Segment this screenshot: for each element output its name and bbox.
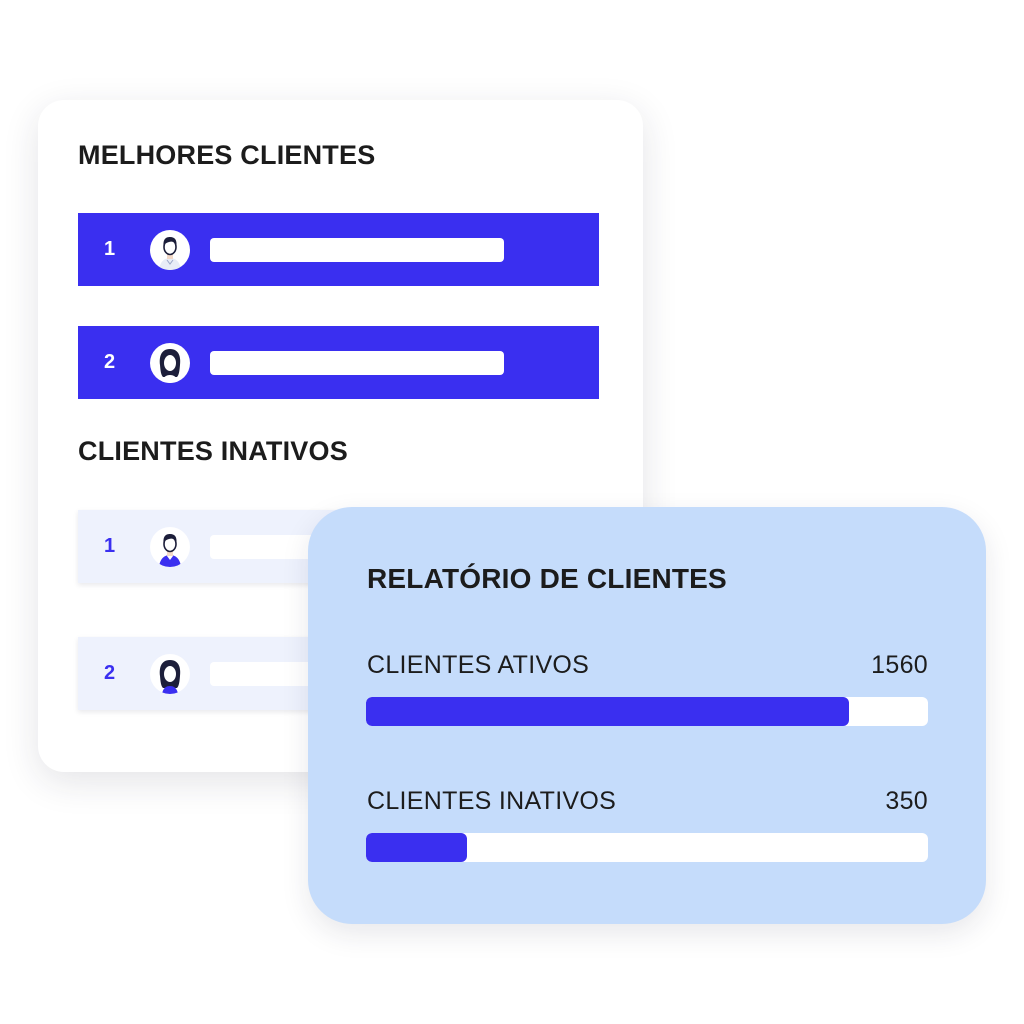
client-name-placeholder: [210, 237, 504, 262]
active-clients-label: CLIENTES ATIVOS: [367, 651, 590, 679]
best-clients-heading: MELHORES CLIENTES: [78, 140, 376, 170]
report-title: RELATÓRIO DE CLIENTES: [367, 563, 727, 594]
active-clients-value: 1560: [871, 651, 928, 679]
inactive-clients-bar-fill: [366, 833, 468, 862]
rank-number: 1: [104, 238, 116, 260]
rank-number: 2: [104, 662, 116, 684]
woman-avatar-icon: [150, 653, 190, 694]
inactive-clients-bar: [366, 833, 928, 862]
best-client-row-2[interactable]: 2: [78, 326, 599, 399]
client-name-placeholder: [210, 350, 504, 375]
inactive-clients-value: 350: [885, 787, 928, 815]
active-clients-bar-fill: [366, 697, 850, 726]
client-report-card: RELATÓRIO DE CLIENTES CLIENTES ATIVOS 15…: [308, 507, 986, 924]
inactive-clients-heading: CLIENTES INATIVOS: [78, 436, 348, 466]
inactive-clients-label: CLIENTES INATIVOS: [367, 787, 617, 815]
woman-avatar-icon: [150, 342, 190, 383]
best-client-row-1[interactable]: 1: [78, 213, 599, 286]
active-clients-bar: [366, 697, 928, 726]
man-avatar-icon: [150, 526, 190, 567]
rank-number: 2: [104, 351, 116, 373]
rank-number: 1: [104, 535, 116, 557]
man-avatar-icon: [150, 229, 190, 270]
